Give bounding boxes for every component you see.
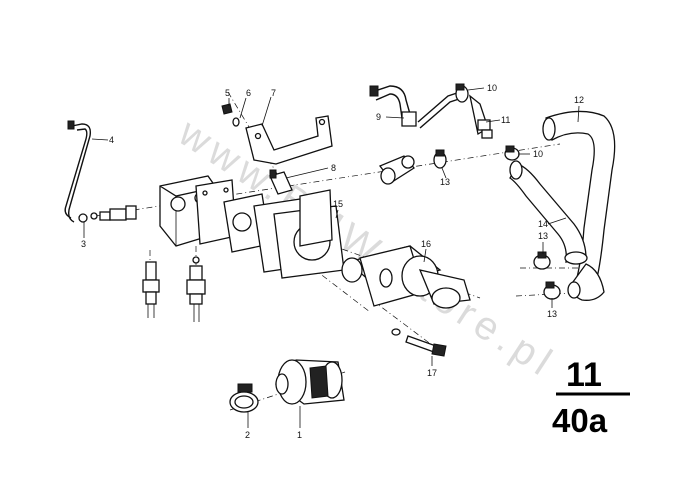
housing-block — [159, 175, 237, 247]
sensor-left — [142, 261, 160, 318]
label-part-6: 6 — [246, 88, 251, 98]
label-part-14: 14 — [538, 219, 548, 229]
nut-part-5 — [221, 103, 233, 115]
label-part-9: 9 — [376, 112, 381, 122]
hose-part-14 — [509, 160, 588, 265]
sensor-part-8 — [269, 169, 293, 195]
label-part-10-mid: 10 — [533, 149, 543, 159]
label-part-16: 16 — [421, 239, 431, 249]
hose-part-9 — [369, 85, 417, 127]
label-part-12: 12 — [574, 95, 584, 105]
clamp-part-2 — [229, 383, 259, 413]
label-part-3: 3 — [81, 239, 86, 249]
clamp-part-13-right-upper — [533, 251, 551, 270]
label-part-1: 1 — [297, 430, 302, 440]
label-part-7: 7 — [271, 88, 276, 98]
label-part-11: 11 — [501, 115, 510, 125]
label-part-2: 2 — [245, 430, 250, 440]
label-part-5: 5 — [225, 88, 230, 98]
hose-part-12 — [542, 110, 616, 301]
sensor-right — [186, 256, 206, 322]
label-part-8: 8 — [331, 163, 336, 173]
label-part-17: 17 — [427, 368, 437, 378]
label-part-13-right-upper: 13 — [538, 231, 548, 241]
connector-part-13-upper — [378, 149, 447, 185]
group-number-block: 11 40a — [552, 356, 630, 439]
group-number: 11 — [566, 356, 602, 394]
washer-part-6 — [232, 117, 240, 127]
label-part-13-upper: 13 — [440, 177, 450, 187]
clamp-part-10-mid — [504, 145, 520, 161]
hose-part-11 — [417, 91, 493, 139]
label-part-10-top: 10 — [487, 83, 497, 93]
bracket-part-15 — [299, 189, 333, 247]
part-labels: 4 3 5 6 7 8 9 10 11 10 12 13 14 13 13 15… — [81, 83, 584, 440]
valve-part-16 — [341, 245, 471, 309]
pipe-part-4 — [64, 120, 92, 223]
sheet-number: 40a — [552, 402, 608, 439]
leader-lines — [83, 87, 580, 428]
actuator-part-1 — [275, 359, 345, 405]
fitting-part-3 — [78, 205, 137, 223]
label-part-13-right-lower: 13 — [547, 309, 557, 319]
label-part-15: 15 — [333, 199, 343, 209]
clamp-part-10-top — [455, 83, 469, 103]
label-part-4: 4 — [109, 135, 114, 145]
bracket-part-7 — [245, 115, 333, 165]
clamp-part-13-right-lower — [543, 281, 561, 300]
bolt-part-17 — [391, 328, 447, 357]
